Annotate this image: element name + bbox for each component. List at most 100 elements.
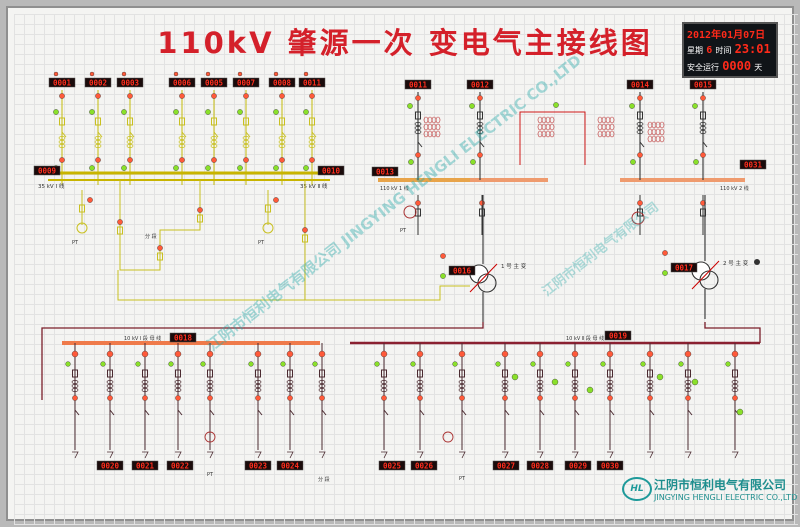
ct-icon [605, 130, 611, 138]
lamp-icon [197, 207, 203, 213]
clock-date: 2012年01月07日 [687, 26, 765, 41]
breaker-icon [107, 369, 113, 378]
ct-icon [210, 144, 218, 148]
lamp-icon [205, 165, 211, 171]
breaker-icon [502, 369, 508, 378]
ground-icon [685, 451, 692, 459]
ct-icon [126, 136, 134, 140]
breaker-icon [157, 252, 163, 261]
counter-text: 0013 [376, 167, 395, 176]
disconnector-icon [539, 409, 545, 416]
tap-arrow [691, 260, 720, 290]
ct-icon [178, 136, 186, 140]
lamp-icon [640, 361, 646, 367]
disconnector-icon [129, 131, 135, 138]
bus-label: 分 段 [318, 476, 330, 483]
counter-text: 0008 [273, 78, 292, 87]
ct-icon [651, 135, 657, 143]
ct-icon [549, 130, 555, 138]
feeder-counter: 0029 [564, 460, 592, 470]
lamp-icon [477, 152, 483, 158]
ct-icon [501, 384, 509, 388]
counter-text: 0009 [38, 166, 57, 175]
ct-icon [206, 380, 214, 384]
breaker-icon [59, 117, 65, 126]
lamp-icon [71, 350, 79, 358]
lamp-icon [700, 200, 706, 206]
safety-unit: 天 [754, 63, 763, 72]
ct-icon [655, 135, 661, 143]
bus-label: 35 kV Ⅱ 线 [300, 182, 328, 190]
ground-icon [417, 451, 424, 459]
counter-text: 0011 [303, 78, 322, 87]
disconnector-icon [74, 409, 80, 416]
ct-icon [647, 135, 653, 143]
counter-box [33, 165, 61, 176]
breaker-icon [207, 369, 213, 378]
breaker-icon [72, 369, 78, 378]
lamp-icon [725, 361, 731, 367]
ct-icon [308, 136, 316, 140]
weekday-value: 6 [706, 45, 713, 56]
ct-icon [206, 388, 214, 392]
ct-icon [545, 130, 551, 138]
counter-text: 0002 [89, 78, 107, 87]
tie-wire [119, 180, 201, 271]
tap-arrow [469, 263, 498, 293]
lamp-icon [511, 373, 519, 381]
counter-box [84, 77, 112, 88]
ct-icon [731, 380, 739, 384]
ct-icon [94, 136, 102, 140]
lamp-icon [179, 93, 185, 99]
lamp-icon [646, 350, 654, 358]
transformer-icon [442, 431, 454, 443]
ct-icon [414, 122, 422, 126]
ct-icon [684, 384, 692, 388]
ct-icon [731, 384, 739, 388]
pt-transformer [262, 222, 274, 234]
ct-icon [458, 380, 466, 384]
lamp-icon [312, 361, 318, 367]
lamp-icon [736, 408, 744, 416]
counter-box [604, 330, 632, 341]
breaker-icon [459, 369, 465, 378]
ct-icon [571, 380, 579, 384]
lamp-icon [374, 361, 380, 367]
disconnector-icon [639, 141, 645, 148]
lamp-icon [237, 165, 243, 171]
lamp-icon [415, 152, 421, 158]
breaker-icon [179, 117, 185, 126]
breaker-icon [197, 214, 203, 223]
ground-icon [647, 451, 654, 459]
lamp-icon [309, 157, 315, 163]
ct-icon [501, 388, 509, 392]
ct-icon [242, 144, 250, 148]
lamp-icon [59, 93, 65, 99]
ct-icon [501, 380, 509, 384]
lamp-icon [205, 109, 211, 115]
lamp-icon [303, 109, 309, 115]
disconnector-icon [321, 409, 327, 416]
counter-box [492, 460, 520, 471]
breaker-icon [685, 369, 691, 378]
disconnector-icon [257, 409, 263, 416]
disconnector-icon [177, 409, 183, 416]
ct-icon [476, 126, 484, 130]
breaker-icon [415, 111, 421, 120]
counter-box [317, 165, 345, 176]
lamp-icon [89, 109, 95, 115]
breaker-icon [175, 369, 181, 378]
ct-icon [210, 140, 218, 144]
disconnector-icon [97, 131, 103, 138]
ground-icon [142, 451, 149, 459]
counter-text: 0005 [205, 78, 223, 87]
lamp-icon [87, 197, 93, 203]
lamp-icon [211, 93, 217, 99]
disconnector-icon [417, 141, 423, 148]
counter-text: 0020 [101, 461, 120, 470]
ct-icon [431, 116, 437, 124]
ct-icon [647, 128, 653, 136]
ct-icon [545, 116, 551, 124]
ct-icon [659, 135, 665, 143]
